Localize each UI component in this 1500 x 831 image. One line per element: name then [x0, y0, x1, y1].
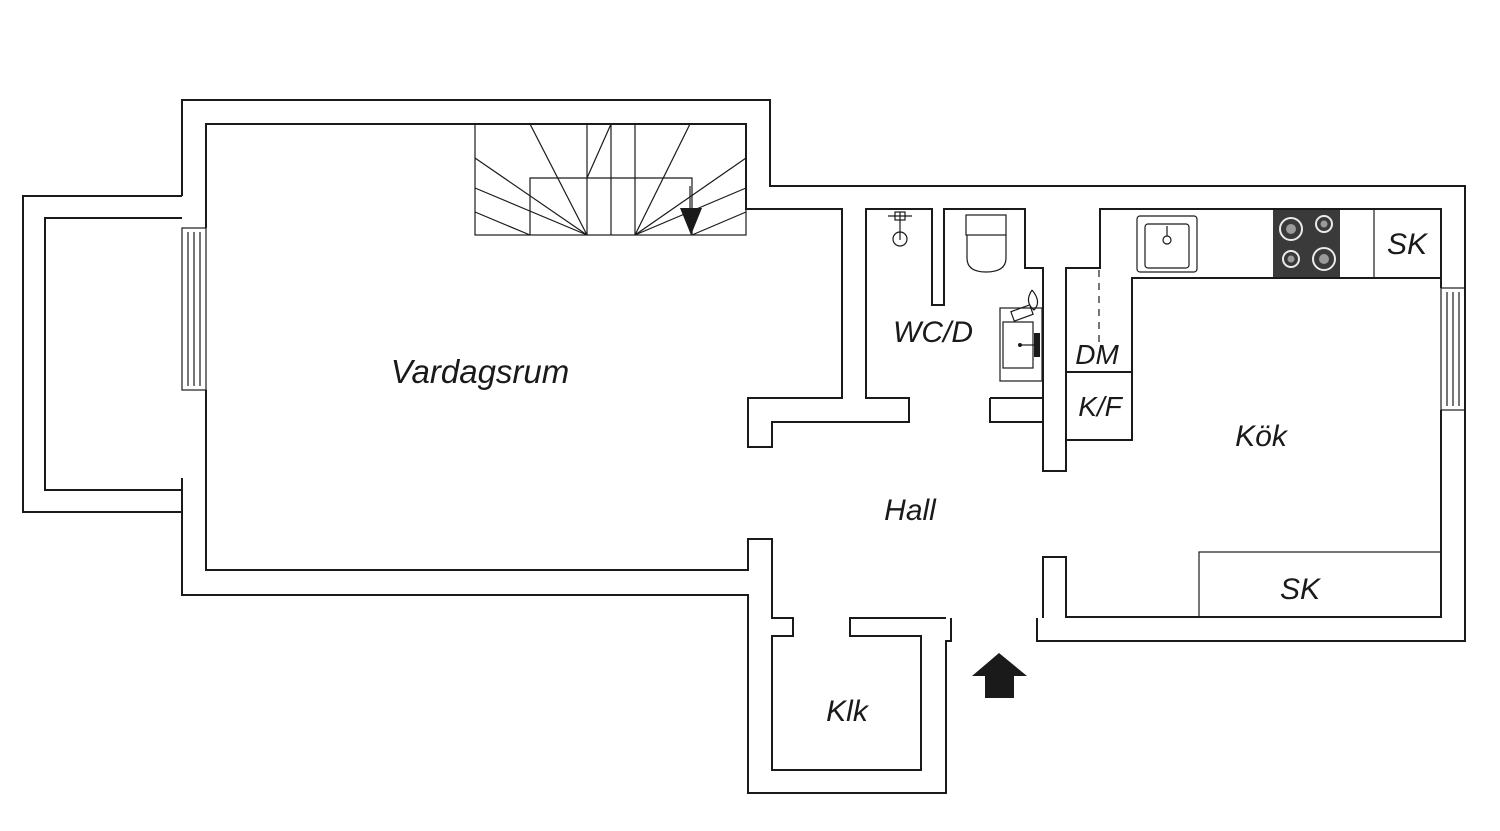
room-label-klk: Klk	[826, 695, 870, 728]
room-label-hall: Hall	[884, 494, 937, 527]
washbasin-icon	[999, 289, 1043, 382]
room-label-kok: Kök	[1235, 420, 1289, 453]
stove-icon	[1273, 210, 1340, 277]
entrance-arrow-icon	[972, 653, 1027, 698]
room-label-kf: K/F	[1078, 391, 1123, 422]
staircase	[474, 123, 747, 236]
kitchen-sink-icon	[1136, 215, 1198, 273]
room-label-vardagsrum: Vardagsrum	[391, 353, 570, 390]
stair-direction-arrow-icon	[680, 186, 702, 235]
label-sk-top: SK	[1387, 228, 1429, 261]
window-left	[181, 227, 207, 391]
shower-icon	[888, 211, 912, 247]
room-label-wc-d: WC/D	[893, 316, 973, 349]
window-right	[1440, 287, 1466, 411]
toilet-icon	[965, 214, 1007, 273]
label-sk-bottom: SK	[1280, 573, 1322, 606]
room-label-dm: DM	[1075, 339, 1119, 370]
cabinet-sk-bottom	[1198, 551, 1442, 618]
balcony	[22, 195, 183, 513]
